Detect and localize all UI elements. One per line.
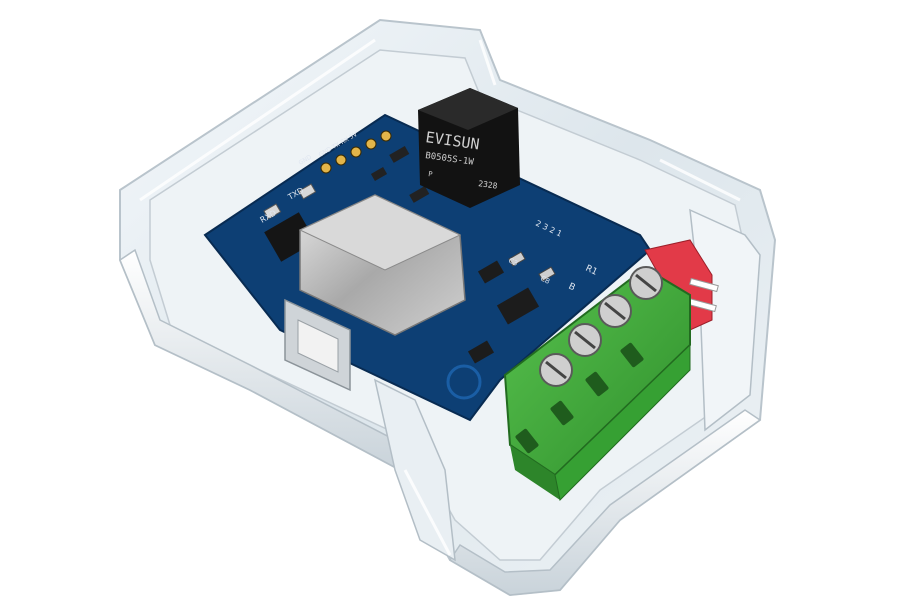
acrylic-highlights: [139, 38, 741, 556]
smd-components: [263, 146, 556, 364]
screw-terminal-block: [503, 266, 691, 502]
label-c3: C3: [507, 257, 519, 268]
label-b: B: [567, 282, 577, 294]
terminal-screws: [539, 266, 663, 387]
dcdc-module: EVISUN B0505S-1W P 2328: [418, 88, 520, 208]
label-c8: C8: [539, 275, 551, 286]
pin-header: [320, 130, 392, 174]
module-pin-mark: P: [428, 170, 433, 179]
label-r1: R1: [584, 264, 599, 278]
usb-b-port: [284, 194, 466, 392]
module-date: 2328: [478, 179, 499, 191]
